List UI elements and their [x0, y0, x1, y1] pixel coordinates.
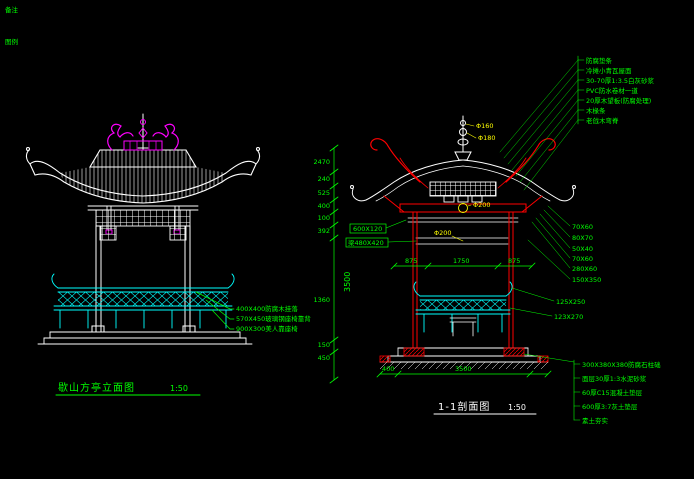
section-finial-dims: Φ160 Φ180 — [465, 122, 496, 142]
dim-v-5: 100 — [318, 214, 330, 222]
dim-right-4: 70X60 — [572, 255, 593, 263]
section-boxed-dims: 600X120 梁480X420 — [345, 219, 417, 248]
elevation-callouts: 400X400防腐木挂落 570X450玻璃钢座椅靠背 900X300美人靠座椅 — [195, 291, 311, 333]
elevation-columns — [91, 225, 196, 333]
roof-layer-1: 防腐垫条 — [586, 56, 613, 65]
base-layer-5: 素土夯实 — [582, 416, 609, 425]
section-vertical-dim-chain: 2470 240 525 400 100 392 1360 150 450 35… — [313, 144, 352, 384]
elevation-ridge-ornaments — [107, 113, 179, 151]
section-roof-surface — [350, 159, 576, 202]
section-roof-layer-list: 防腐垫条 冷摊小青瓦屋面 30-70厚1:3.5白灰砂浆 PVC防水卷材一道 2… — [499, 55, 655, 191]
finial-icon — [137, 113, 149, 151]
section-beam-dims: Φ200 Φ200 — [434, 201, 491, 242]
elevation-roof-tiles — [60, 150, 226, 203]
roof-layer-3: 30-70厚1:3.5白灰砂浆 — [586, 76, 655, 85]
section-finial — [454, 115, 472, 161]
dim-beam-1: Φ200 — [473, 201, 491, 209]
dim-mid-2: 1750 — [453, 257, 470, 265]
section-columns — [412, 211, 514, 349]
section-base-layer-list: 300X380X380防腐石柱础 面层30厚1:3水泥砂浆 60厚C15混凝土垫… — [523, 353, 661, 425]
dim-bottom-1: 400 — [382, 365, 394, 373]
dim-right-2: 80X70 — [572, 234, 593, 242]
dim-v-1: 2470 — [313, 158, 330, 166]
dim-mid-1: 875 — [405, 257, 417, 265]
dim-box-2: 梁480X420 — [348, 238, 384, 247]
dragon-ornament-left-icon — [107, 123, 134, 151]
dim-bottom-2: 3500 — [455, 365, 472, 373]
dim-right2-2: 123X270 — [554, 313, 583, 321]
dim-box-1: 600X120 — [353, 225, 382, 233]
section-title: 1-1剖面图 — [438, 400, 490, 413]
base-layer-4: 600厚3:7灰土垫层 — [582, 402, 638, 411]
elevation-callout-3: 900X300美人靠座椅 — [236, 324, 298, 333]
roof-layer-4: PVC防水卷材一道 — [586, 86, 638, 95]
elevation-titleblock: 歇山方亭立面图 1:50 — [55, 381, 201, 396]
elevation-bench — [51, 273, 235, 329]
roof-layer-7: 老戗木弯脊 — [586, 116, 619, 125]
dim-v-3: 525 — [318, 189, 330, 197]
dim-v-4: 400 — [318, 202, 330, 210]
dim-v-8: 150 — [318, 341, 330, 349]
corner-note-top: 备注 — [5, 5, 19, 14]
dim-right-3: 50X40 — [572, 245, 593, 253]
corner-note-second: 图例 — [5, 37, 18, 46]
roof-layer-6: 木椽条 — [586, 106, 606, 115]
elevation-frieze — [87, 205, 199, 241]
dim-v-6: 392 — [318, 227, 330, 235]
elevation-roof-outline — [25, 146, 261, 204]
dragon-ornament-right-icon — [152, 123, 179, 151]
section-bench — [413, 281, 513, 333]
ridge-panel — [123, 140, 163, 151]
section-titleblock: 1-1剖面图 1:50 — [433, 400, 537, 415]
base-layer-1: 300X380X380防腐石柱础 — [582, 360, 661, 369]
dim-v-total: 3500 — [343, 272, 352, 292]
finial-gem-icon — [138, 127, 148, 139]
elevation-scale: 1:50 — [170, 384, 188, 393]
dim-v-9: 450 — [318, 354, 330, 362]
elevation-platform — [37, 331, 253, 345]
elevation-callout-2: 570X450玻璃钢座椅靠背 — [236, 314, 311, 323]
roof-layer-5: 20厚木望板(防腐处理) — [586, 96, 651, 105]
ridge-panel-slats — [129, 140, 157, 151]
section-foundation — [379, 347, 549, 369]
section-bottom-dim-chain: 400 3500 — [376, 365, 552, 378]
section-drawing: 2470 240 525 400 100 392 1360 150 450 35… — [313, 55, 661, 425]
dim-v-7: 1360 — [313, 296, 330, 304]
section-scale: 1:50 — [508, 403, 526, 412]
elevation-drawing: 400X400防腐木挂落 570X450玻璃钢座椅靠背 900X300美人靠座椅… — [25, 113, 311, 396]
dim-right-1: 70X60 — [572, 223, 593, 231]
section-mid-dim-chain: 875 1750 875 — [390, 257, 536, 270]
dim-mid-3: 875 — [508, 257, 520, 265]
roof-layer-2: 冷摊小青瓦屋面 — [586, 66, 632, 75]
dim-right-6: 150X350 — [572, 276, 601, 284]
dim-beam-2: Φ200 — [434, 229, 452, 237]
section-beams — [383, 195, 543, 245]
section-cornice — [429, 181, 497, 203]
base-layer-2: 面层30厚1:3水泥砂浆 — [582, 374, 647, 383]
dim-finial-1: Φ160 — [476, 122, 494, 130]
base-layer-3: 60厚C15混凝土垫层 — [582, 388, 643, 397]
dim-right-5: 280X60 — [572, 265, 597, 273]
section-right-dims: 70X60 80X70 50X40 70X60 280X60 150X350 1… — [509, 205, 601, 321]
dim-finial-2: Φ180 — [478, 134, 496, 142]
dim-right2-1: 125X250 — [556, 298, 585, 306]
dim-v-2: 240 — [318, 175, 330, 183]
section-ridge-horns — [370, 138, 556, 189]
section-stool — [449, 317, 477, 337]
elevation-title: 歇山方亭立面图 — [58, 381, 135, 394]
elevation-callout-1: 400X400防腐木挂落 — [236, 304, 298, 313]
